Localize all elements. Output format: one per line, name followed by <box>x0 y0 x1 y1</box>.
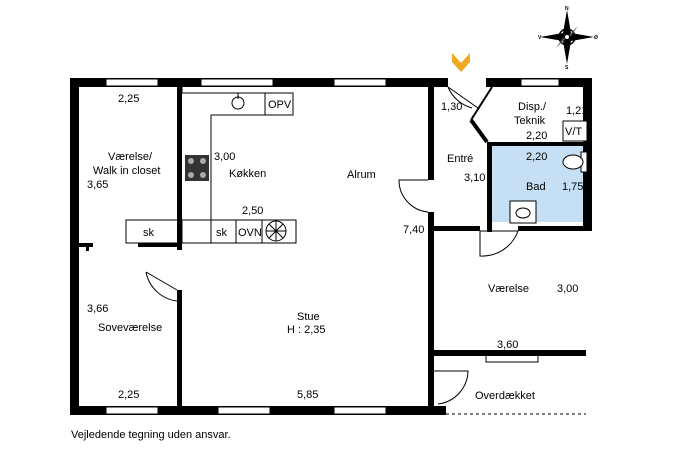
ovn-label: OVN <box>238 227 262 239</box>
bath-width: 2,20 <box>526 151 547 163</box>
doors <box>145 86 519 405</box>
compass-n: N <box>565 6 569 12</box>
disp-depth: 1,21 <box>566 105 587 117</box>
stue-height: H : 2,35 <box>287 324 326 336</box>
disp-name-2: Teknik <box>514 115 546 127</box>
toilet-icon <box>562 151 588 173</box>
vaerelse-depth: 3,00 <box>557 283 578 295</box>
entry-name: Entré <box>447 153 473 165</box>
kitchen-width: 2,50 <box>242 205 263 217</box>
bedroom-closet-width: 2,25 <box>118 93 139 105</box>
vt-label: V/T <box>565 126 582 138</box>
bath-sink-icon <box>509 200 537 224</box>
sk-label-2: sk <box>216 227 228 239</box>
stue-name: Stue <box>297 311 320 323</box>
compass-s: S <box>565 65 569 71</box>
compass-rose-icon: N S V Ø <box>538 6 598 71</box>
sovevaerelse-depth: 3,66 <box>87 303 108 315</box>
kitchen-depth: 3,00 <box>214 151 235 163</box>
bedroom-closet-name-1: Værelse/ <box>108 151 153 163</box>
alrum-name: Alrum <box>347 169 376 181</box>
overdaekket-name: Overdækket <box>475 390 535 402</box>
opv-label: OPV <box>268 99 292 111</box>
sovevaerelse-width: 2,25 <box>118 389 139 401</box>
windows <box>105 78 560 415</box>
stue-depth: 7,40 <box>403 224 424 236</box>
disp-name-1: Disp./ <box>518 101 547 113</box>
vt-box <box>562 120 588 142</box>
vaerelse-width: 3,60 <box>497 339 518 351</box>
kitchen-name: Køkken <box>229 168 266 180</box>
sink-icon <box>231 93 245 110</box>
vaerelse-name: Værelse <box>488 283 529 295</box>
compass-w: V <box>538 35 542 41</box>
kitchen-counter <box>125 87 297 244</box>
interior-walls <box>79 87 592 408</box>
bedroom-closet-depth: 3,65 <box>87 179 108 191</box>
compass-e: Ø <box>594 35 598 41</box>
bedroom-closet-name-2: Walk in closet <box>93 165 160 177</box>
terrace-corner <box>434 406 446 415</box>
disp-partition <box>469 118 489 144</box>
sovevaerelse-name: Soveværelse <box>98 322 162 334</box>
entry-width: 1,30 <box>441 101 462 113</box>
entry-arrow-icon <box>452 53 470 72</box>
sk-label-1: sk <box>143 227 155 239</box>
stue-width: 5,85 <box>297 389 318 401</box>
entry-depth: 3,10 <box>464 172 485 184</box>
room-labels: 2,25 Værelse/ Walk in closet 3,65 OPV 3,… <box>87 93 587 402</box>
oven-fan-icon <box>265 220 287 242</box>
disp-partition-2 <box>470 86 493 121</box>
bath-depth: 1,75 <box>562 181 583 193</box>
stove-icon <box>185 155 209 181</box>
disclaimer-text: Vejledende tegning uden ansvar. <box>71 429 231 441</box>
disp-width: 2,20 <box>526 130 547 142</box>
bath-name: Bad <box>526 181 546 193</box>
